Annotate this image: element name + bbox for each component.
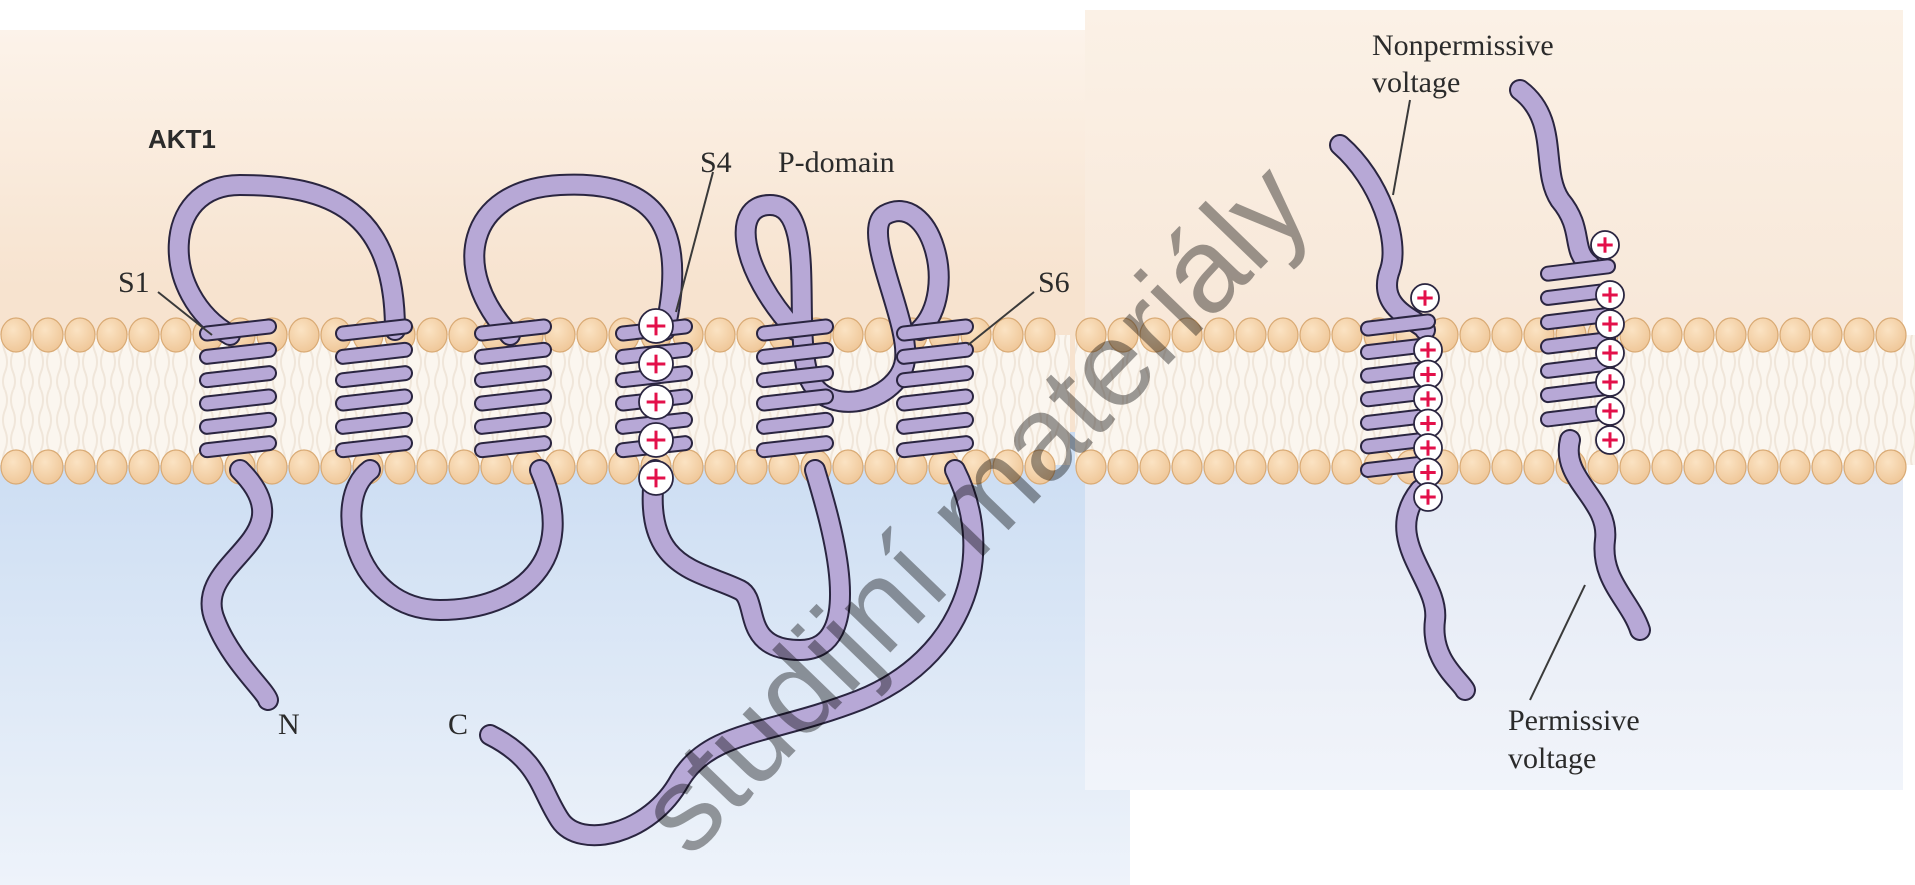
lipid-head bbox=[1684, 318, 1714, 352]
lipid-head bbox=[1588, 450, 1618, 484]
lipid-head bbox=[289, 318, 319, 352]
lipid-head bbox=[1716, 450, 1746, 484]
positive-charge-icon bbox=[1596, 339, 1624, 367]
lipid-head bbox=[1, 450, 31, 484]
protein-label: AKT1 bbox=[148, 124, 216, 154]
lipid-head bbox=[97, 450, 127, 484]
lipid-head bbox=[833, 450, 863, 484]
lipid-head bbox=[1460, 318, 1490, 352]
positive-charge-icon bbox=[639, 461, 673, 495]
lipid-head bbox=[1812, 450, 1842, 484]
lipid-head bbox=[1716, 318, 1746, 352]
positive-charge-icon bbox=[1414, 483, 1442, 511]
lipid-head bbox=[65, 318, 95, 352]
lipid-head bbox=[1620, 450, 1650, 484]
positive-charge-icon bbox=[1596, 310, 1624, 338]
lipid-head bbox=[705, 450, 735, 484]
lipid-head bbox=[449, 450, 479, 484]
lipid-head bbox=[577, 450, 607, 484]
lipid-head bbox=[1332, 318, 1362, 352]
lipid-head bbox=[1876, 450, 1906, 484]
p-domain-label: P-domain bbox=[778, 146, 895, 179]
lipid-head bbox=[1204, 450, 1234, 484]
permissive-label-line1: Permissive bbox=[1508, 704, 1640, 737]
lipid-head bbox=[1236, 450, 1266, 484]
s1-label: S1 bbox=[118, 266, 150, 299]
positive-charge-icon bbox=[639, 385, 673, 419]
positive-charge-icon bbox=[1596, 426, 1624, 454]
lipid-head bbox=[129, 318, 159, 352]
lipid-head bbox=[1300, 318, 1330, 352]
positive-charge-icon bbox=[639, 423, 673, 457]
lipid-head bbox=[1748, 450, 1778, 484]
lipid-head bbox=[1492, 450, 1522, 484]
positive-charge-icon bbox=[1596, 368, 1624, 396]
lipid-head bbox=[1140, 450, 1170, 484]
lipid-head bbox=[97, 318, 127, 352]
lipid-head bbox=[833, 318, 863, 352]
positive-charge-icon bbox=[1596, 281, 1624, 309]
lipid-head bbox=[1268, 318, 1298, 352]
lipid-head bbox=[417, 318, 447, 352]
lipid-head bbox=[1460, 450, 1490, 484]
lipid-head bbox=[1780, 450, 1810, 484]
lipid-head bbox=[1172, 450, 1202, 484]
lipid-head bbox=[1268, 450, 1298, 484]
lipid-head bbox=[1876, 318, 1906, 352]
lipid-head bbox=[1652, 450, 1682, 484]
lipid-head bbox=[1300, 450, 1330, 484]
lipid-head bbox=[1, 318, 31, 352]
s6-label: S6 bbox=[1038, 266, 1070, 299]
lipid-head bbox=[161, 450, 191, 484]
lipid-head bbox=[1844, 450, 1874, 484]
nonpermissive-label-line2: voltage bbox=[1372, 66, 1460, 99]
lipid-head bbox=[161, 318, 191, 352]
positive-charge-icon bbox=[1411, 284, 1439, 312]
lipid-head bbox=[673, 450, 703, 484]
permissive-label-line2: voltage bbox=[1508, 742, 1596, 775]
lipid-head bbox=[1684, 450, 1714, 484]
lipid-head bbox=[1492, 318, 1522, 352]
lipid-head bbox=[33, 318, 63, 352]
lipid-head bbox=[417, 450, 447, 484]
lipid-head bbox=[1652, 318, 1682, 352]
lipid-head bbox=[289, 450, 319, 484]
lipid-head bbox=[129, 450, 159, 484]
lipid-head bbox=[1332, 450, 1362, 484]
n-terminus-label: N bbox=[278, 708, 300, 741]
lipid-head bbox=[1524, 450, 1554, 484]
lipid-head bbox=[705, 318, 735, 352]
lipid-head bbox=[577, 318, 607, 352]
nonpermissive-label-line1: Nonpermissive bbox=[1372, 29, 1554, 62]
lipid-head bbox=[33, 450, 63, 484]
positive-charge-icon bbox=[1591, 231, 1619, 259]
lipid-head bbox=[1748, 318, 1778, 352]
lipid-head bbox=[1780, 318, 1810, 352]
lipid-head bbox=[993, 318, 1023, 352]
positive-charge-icon bbox=[1596, 397, 1624, 425]
lipid-head bbox=[1844, 318, 1874, 352]
s4-label: S4 bbox=[700, 146, 732, 179]
positive-charge-icon bbox=[639, 347, 673, 381]
lipid-head bbox=[865, 450, 895, 484]
positive-charge-icon bbox=[639, 309, 673, 343]
lipid-head bbox=[65, 450, 95, 484]
lipid-head bbox=[1812, 318, 1842, 352]
c-terminus-label: C bbox=[448, 708, 468, 741]
lipid-head bbox=[385, 450, 415, 484]
